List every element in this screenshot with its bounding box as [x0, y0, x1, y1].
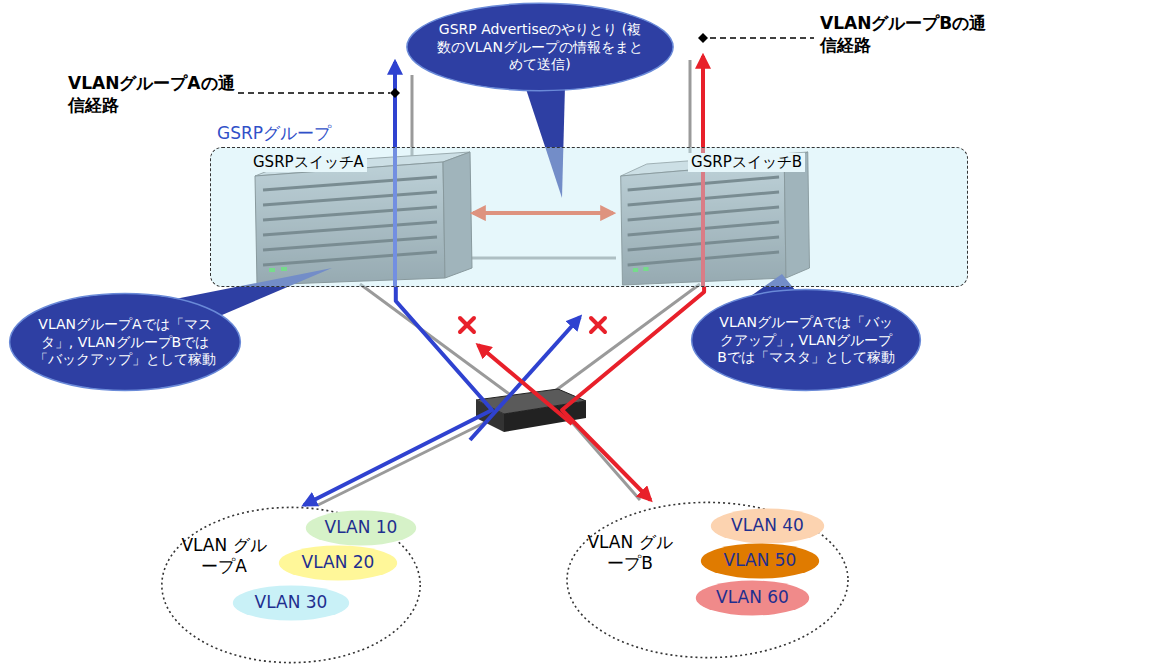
node-text: VLAN 10 [311, 517, 412, 538]
node-text: VLAN 60 [701, 587, 805, 608]
leader-dot [698, 33, 708, 43]
callout-bubble: GSRP Advertiseのやりとり (複数のVLANグループの情報をまとめて… [405, 2, 675, 92]
switch-node: GSRPスイッチA [246, 151, 473, 286]
node-text: GSRPスイッチB [688, 153, 805, 172]
flow-arrow [562, 286, 704, 500]
label-holder: VLANグループBの通信経路 [820, 12, 988, 56]
node-text: GSRPグループ [217, 123, 331, 144]
text-holder: VLAN 30 [238, 592, 344, 613]
text-holder: GSRPグループ [217, 123, 331, 144]
node-outline-shape [407, 3, 673, 90]
node-text: VLAN 50 [706, 550, 814, 571]
vlan-oval: VLAN 50 [700, 543, 820, 579]
leader-dot [390, 88, 400, 98]
text-holder: VLAN グループA [174, 535, 274, 578]
node-outline-shape [233, 586, 349, 621]
vlan-group: VLAN グループB VLAN 40 VLAN 50 VLAN 60 [565, 500, 850, 660]
node-text: VLANグループAでは「バックアップ」, VLANグループBでは「マスタ」として… [716, 314, 897, 367]
node-text: VLAN 40 [716, 515, 820, 536]
switch-node: GSRPスイッチB [613, 151, 811, 286]
text-holder: VLAN グループB [580, 532, 680, 575]
text-holder: VLAN 40 [716, 515, 820, 536]
text-holder: GSRPスイッチA [250, 153, 367, 172]
route-label: VLANグループBの通信経路 [820, 12, 988, 56]
node-text: VLAN 20 [284, 552, 392, 573]
node-outline-shape [696, 581, 809, 616]
vlan-oval: VLAN 60 [695, 580, 810, 616]
node-outline-shape [162, 507, 420, 662]
node-outline-shape [711, 509, 824, 544]
node-text: VLAN グループB [580, 532, 680, 575]
node-text: GSRPスイッチA [250, 153, 367, 172]
callout-bubble: VLANグループAでは「バックアップ」, VLANグループBでは「マスタ」として… [690, 288, 922, 392]
node-text: GSRP Advertiseのやりとり (複数のVLANグループの情報をまとめて… [435, 21, 646, 74]
text-holder: GSRPスイッチB [688, 153, 805, 172]
blocked-path [470, 317, 580, 440]
text-holder: VLAN 50 [706, 550, 814, 571]
block-mark [460, 318, 605, 332]
vlan-oval: VLAN 40 [710, 508, 825, 544]
label-holder: VLANグループAの通信経路 [68, 72, 236, 116]
text-holder: VLANグループAでは「マスタ」, VLANグループBでは「バックアップ」として… [34, 316, 217, 369]
cable [540, 284, 700, 402]
node-text: VLAN グループA [174, 535, 274, 578]
leader-line [710, 37, 814, 39]
node-outline-shape [10, 294, 241, 391]
vlan-oval: VLAN 30 [232, 585, 350, 621]
node-outline-shape [567, 502, 848, 657]
vlan-oval: VLAN 20 [278, 545, 398, 581]
cable [360, 284, 520, 402]
route-label: VLANグループAの通信経路 [68, 72, 236, 116]
text-holder: VLANグループAでは「バックアップ」, VLANグループBでは「マスタ」として… [716, 314, 897, 367]
node-text: VLAN 30 [238, 592, 344, 613]
uplink-cable [689, 60, 692, 155]
flow-arrow [304, 286, 492, 505]
node-text: VLANグループAでは「マスタ」, VLANグループBでは「バックアップ」として… [34, 316, 217, 369]
vlan-oval: VLAN 10 [305, 510, 417, 546]
node-outline-shape [279, 546, 397, 581]
text-holder: VLAN 10 [311, 517, 412, 538]
group-region: GSRPグループGSRPスイッチAGSRPスイッチB [210, 147, 968, 287]
vlan-group: VLAN グループA VLAN 10 VLAN 20 VLAN 30 [160, 505, 422, 665]
text-holder: GSRP Advertiseのやりとり (複数のVLANグループの情報をまとめて… [435, 21, 646, 74]
leader-line [238, 92, 390, 94]
text-holder: VLAN 60 [701, 587, 805, 608]
node-outline-shape [306, 511, 416, 546]
cable [570, 420, 640, 500]
cable [318, 420, 490, 505]
callout-bubble: VLANグループAでは「マスタ」, VLANグループBでは「バックアップ」として… [8, 292, 242, 392]
text-holder: VLAN 20 [284, 552, 392, 573]
node-outline-shape [692, 290, 921, 391]
node-outline-shape [701, 544, 819, 579]
